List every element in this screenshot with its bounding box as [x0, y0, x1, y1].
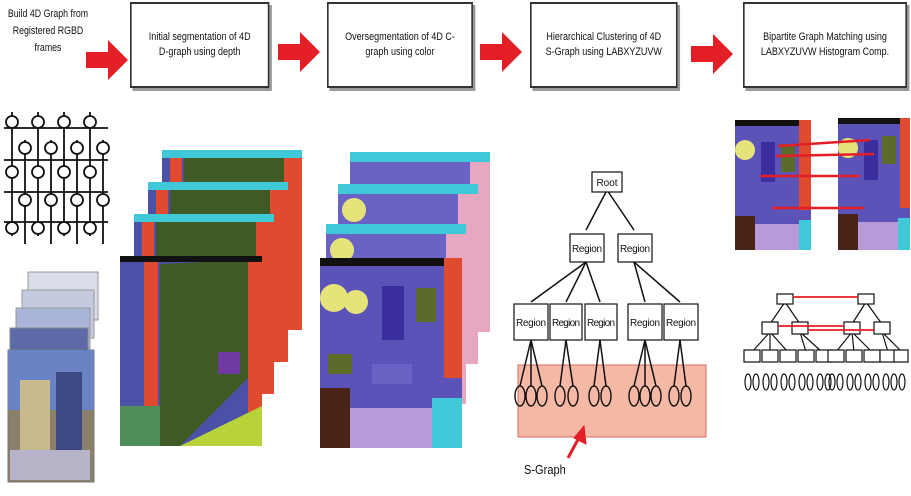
step-hier-text: Hierarchical Clustering of 4D S-Graph us… — [545, 31, 662, 58]
lattice-nodes — [5, 115, 110, 235]
step-build-text: Build 4D Graph from Registered RGBD fram… — [7, 8, 89, 54]
leaf-edges — [519, 339, 687, 387]
step-bipartite-box: Bipartite Graph Matching using LABXYZUVW… — [743, 2, 907, 88]
arrow-3 — [480, 32, 522, 72]
initial-seg-stack — [120, 150, 302, 446]
tree-region-label: Region — [666, 318, 696, 329]
hierarchy-tree — [513, 171, 707, 438]
rgbd-frames — [7, 271, 99, 483]
step-initial-text: Initial segmentation of 4D D-graph using… — [148, 31, 251, 58]
step-overseg-box: Oversegmentation of 4D C-graph using col… — [327, 2, 473, 88]
tree-match-lines — [778, 296, 874, 331]
overseg-stack — [320, 152, 490, 448]
right-tree — [827, 293, 909, 391]
s-graph-label: S-Graph — [524, 462, 566, 477]
tree-region-label: Region — [587, 318, 615, 329]
tree-root-label: Root — [596, 178, 617, 189]
step-initial-box: Initial segmentation of 4D D-graph using… — [130, 2, 270, 88]
s-graph-label-text: S-Graph — [524, 462, 566, 477]
step-bipartite-text: Bipartite Graph Matching using LABXYZUVW… — [760, 31, 890, 58]
leaf-nodes — [514, 385, 692, 407]
match-lines — [760, 138, 875, 210]
tree-nodes — [513, 171, 699, 341]
step-overseg-text: Oversegmentation of 4D C-graph using col… — [345, 31, 455, 58]
step-hier-box: Hierarchical Clustering of 4D S-Graph us… — [530, 2, 678, 88]
graph-lattice — [4, 112, 110, 244]
arrows — [86, 32, 733, 80]
arrow-1 — [86, 40, 128, 80]
s-graph-arrow — [566, 424, 587, 459]
tree-region-label: Region — [572, 244, 602, 255]
arrow-2 — [278, 32, 320, 72]
tree-region-label: Region — [630, 318, 660, 329]
bipartite-images — [735, 118, 910, 250]
tree-region-label: Region — [620, 244, 650, 255]
tree-labels: Root Region Region Region Region Region … — [516, 178, 696, 329]
bipartite-trees — [743, 293, 909, 391]
step-build-caption: Build 4D Graph from Registered RGBD fram… — [4, 6, 92, 57]
left-tree — [743, 293, 833, 391]
tree-region-label: Region — [552, 318, 580, 329]
tree-region-label: Region — [516, 318, 546, 329]
arrow-4 — [691, 34, 733, 74]
